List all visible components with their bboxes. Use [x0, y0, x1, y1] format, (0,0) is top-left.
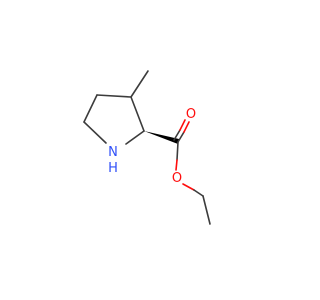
atom-n-label: N [108, 145, 118, 160]
atom-carbonyl-o-label: O [186, 107, 196, 122]
bond-c3-c2 [130, 96, 145, 132]
bond-c3-methyl [130, 70, 149, 98]
bond-carbonyl-c-2 [173, 129, 181, 141]
wedge-bond-c2-carbonyl [144, 131, 179, 144]
molecule-structure: N H O O [83, 70, 211, 225]
bond-c-ester-o-red [175, 159, 178, 171]
atom-nh-label: H [108, 161, 118, 176]
bond-carbonyl-o-2 [179, 119, 186, 131]
bond-c5-c4 [83, 94, 98, 123]
atom-ester-o-label: O [172, 171, 182, 186]
bond-carbonyl-c [177, 131, 185, 143]
bond-ethyl-ch2-ch3 [202, 195, 211, 225]
bond-c4-c3 [96, 94, 132, 98]
bond-ester-o-ch2-red [182, 183, 195, 191]
bond-n-c5 [83, 121, 107, 144]
bond-ester-o-ch2 [193, 189, 204, 197]
bond-c-ester-o [176, 141, 179, 161]
bond-c2-n [125, 130, 145, 145]
bond-carbonyl-o-1 [183, 121, 190, 133]
molecule-canvas: N H O O [83, 70, 211, 225]
